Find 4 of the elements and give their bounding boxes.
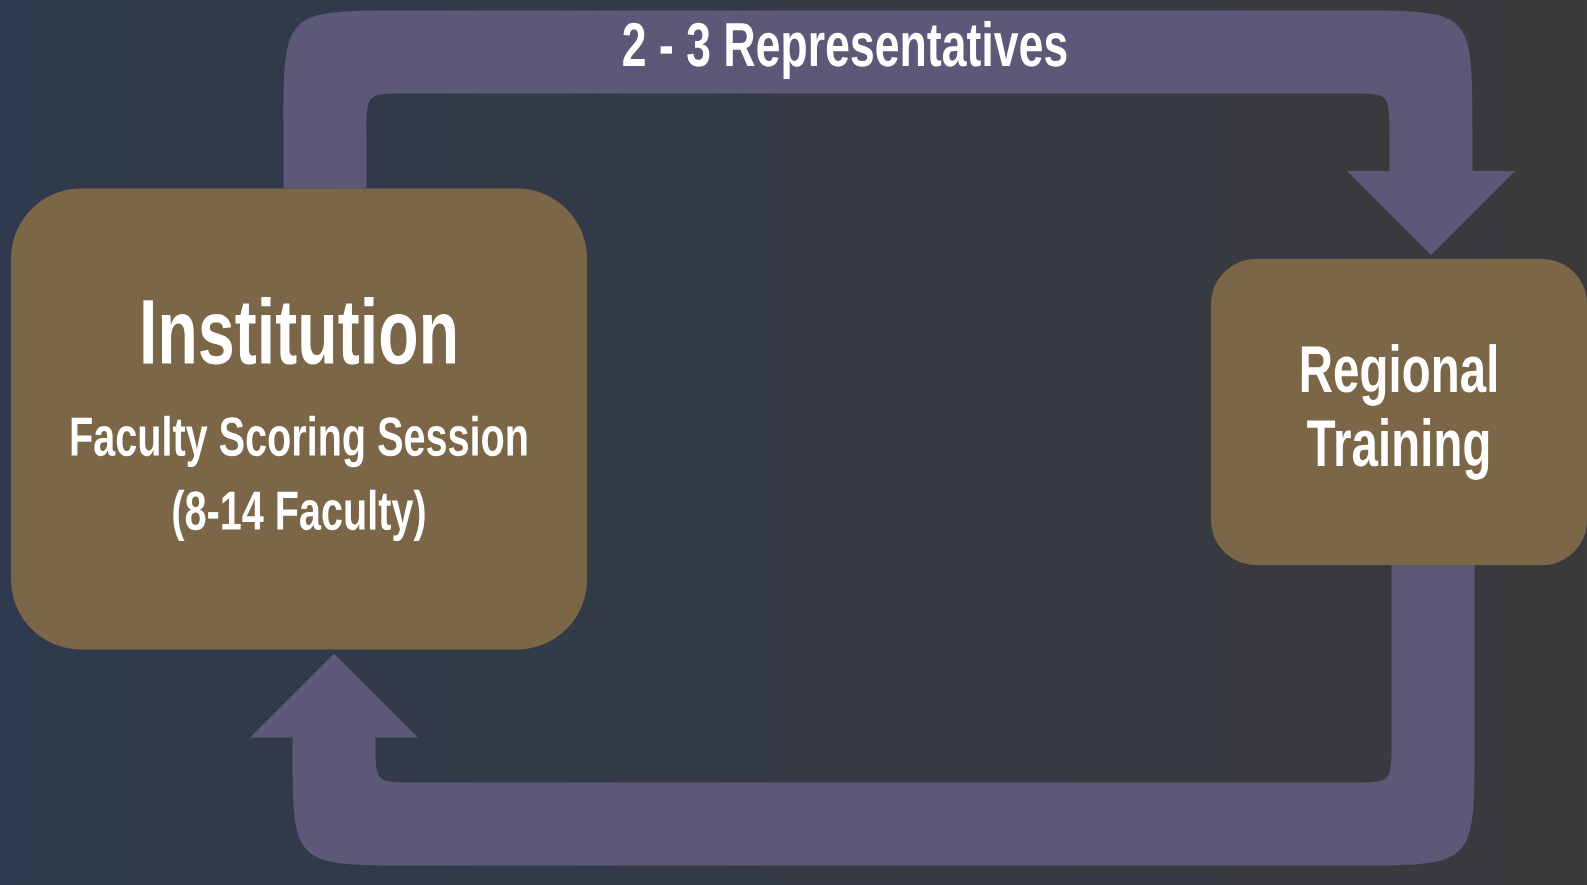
- edge-label: 2 - 3 Representatives: [623, 21, 1067, 79]
- node-box: Institution Faculty Scoring Session (8-14 Faculty): [11, 188, 587, 650]
- arrow: [250, 565, 1475, 866]
- node-box: Regional Training: [1211, 259, 1587, 565]
